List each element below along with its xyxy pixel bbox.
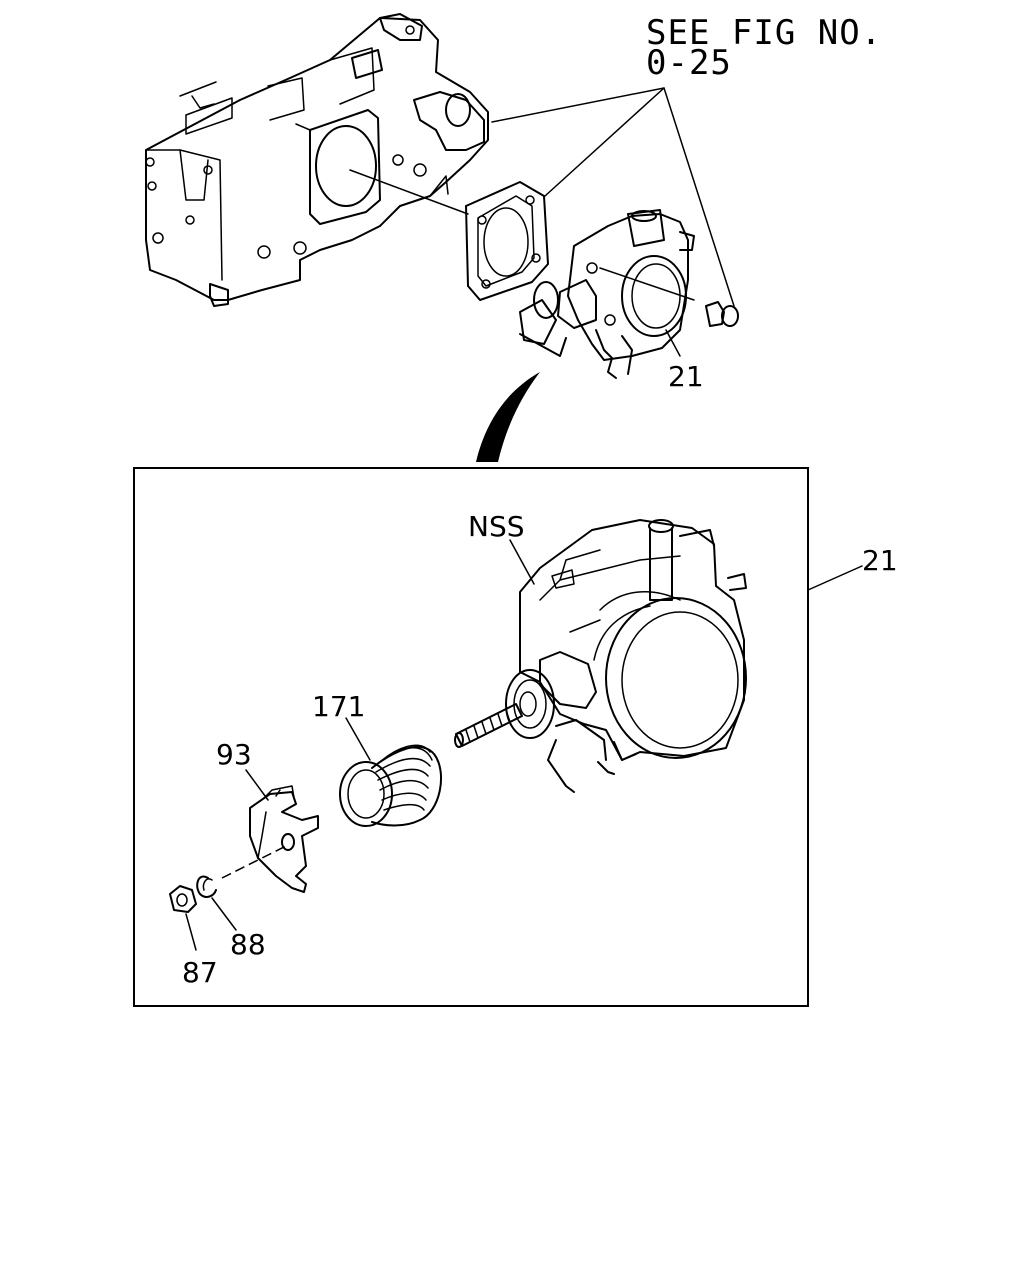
- alignment-line-top: [349, 169, 469, 215]
- callout-leader-93: [245, 769, 269, 801]
- throttle-lever: [249, 785, 319, 893]
- reference-leader-lines: [491, 87, 665, 197]
- callout-171: 171: [312, 690, 365, 723]
- alignment-line-dashed: [221, 845, 287, 879]
- reference-line-1: SEE FIG NO.: [646, 13, 882, 53]
- throttle-body-small: [519, 209, 695, 379]
- lock-washer: [196, 875, 217, 898]
- callout-leader-87: [185, 913, 197, 951]
- callout-nss: NSS: [468, 510, 525, 543]
- callout-leader-top: [665, 329, 681, 357]
- gasket: [465, 181, 549, 301]
- detail-box: [133, 467, 809, 1007]
- callout-87: 87: [182, 956, 218, 989]
- intake-manifold: [145, 13, 489, 307]
- callout-leader-nss: [509, 539, 535, 585]
- return-spring: [339, 744, 442, 827]
- callout-leader-right: [807, 565, 863, 591]
- hex-nut: [169, 885, 197, 913]
- threaded-shaft: [454, 703, 523, 748]
- mounting-bolt: [705, 301, 739, 327]
- callout-93: 93: [216, 738, 252, 771]
- reference-line-2: 0-25: [646, 43, 732, 83]
- detail-arrow: [476, 372, 540, 462]
- reference-leader-bolt: [663, 87, 735, 307]
- callout-leader-88: [211, 897, 237, 931]
- callout-leader-171: [345, 717, 371, 761]
- throttle-body-large: [505, 519, 747, 793]
- callout-21-top: 21: [668, 360, 704, 393]
- callout-21-box: 21: [862, 544, 898, 577]
- callout-88: 88: [230, 928, 266, 961]
